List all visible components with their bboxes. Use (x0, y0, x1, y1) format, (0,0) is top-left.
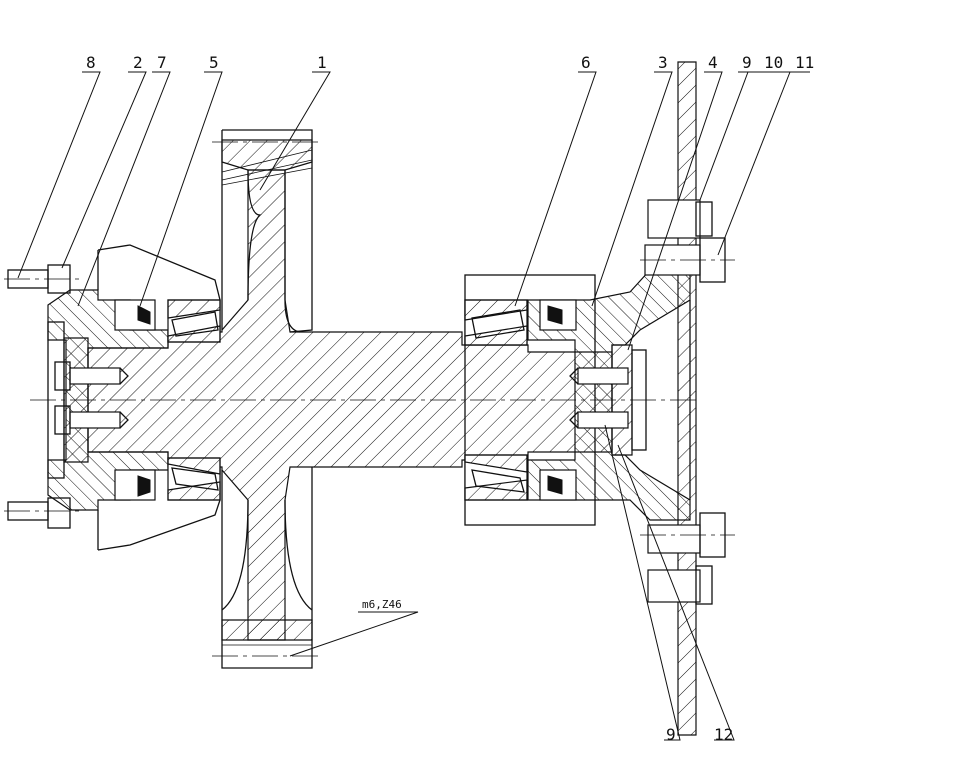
callout-leaders (17, 71, 810, 741)
callout-7: 7 (157, 53, 167, 72)
callout-10: 10 (764, 53, 783, 72)
callout-labels: 8 2 7 5 1 6 3 4 9 10 11 9 12 m6,Z46 (86, 53, 814, 744)
callout-9-bottom: 9 (666, 725, 676, 744)
gear-spec-note: m6,Z46 (362, 598, 402, 611)
right-housing (464, 61, 735, 736)
callout-2: 2 (133, 53, 143, 72)
callout-5: 5 (209, 53, 219, 72)
callout-8: 8 (86, 53, 96, 72)
callout-3: 3 (658, 53, 668, 72)
callout-11: 11 (795, 53, 814, 72)
callout-12: 12 (714, 725, 733, 744)
left-housing (4, 244, 221, 551)
callout-6: 6 (581, 53, 591, 72)
callout-9-top: 9 (742, 53, 752, 72)
callout-1: 1 (317, 53, 327, 72)
callout-4: 4 (708, 53, 718, 72)
